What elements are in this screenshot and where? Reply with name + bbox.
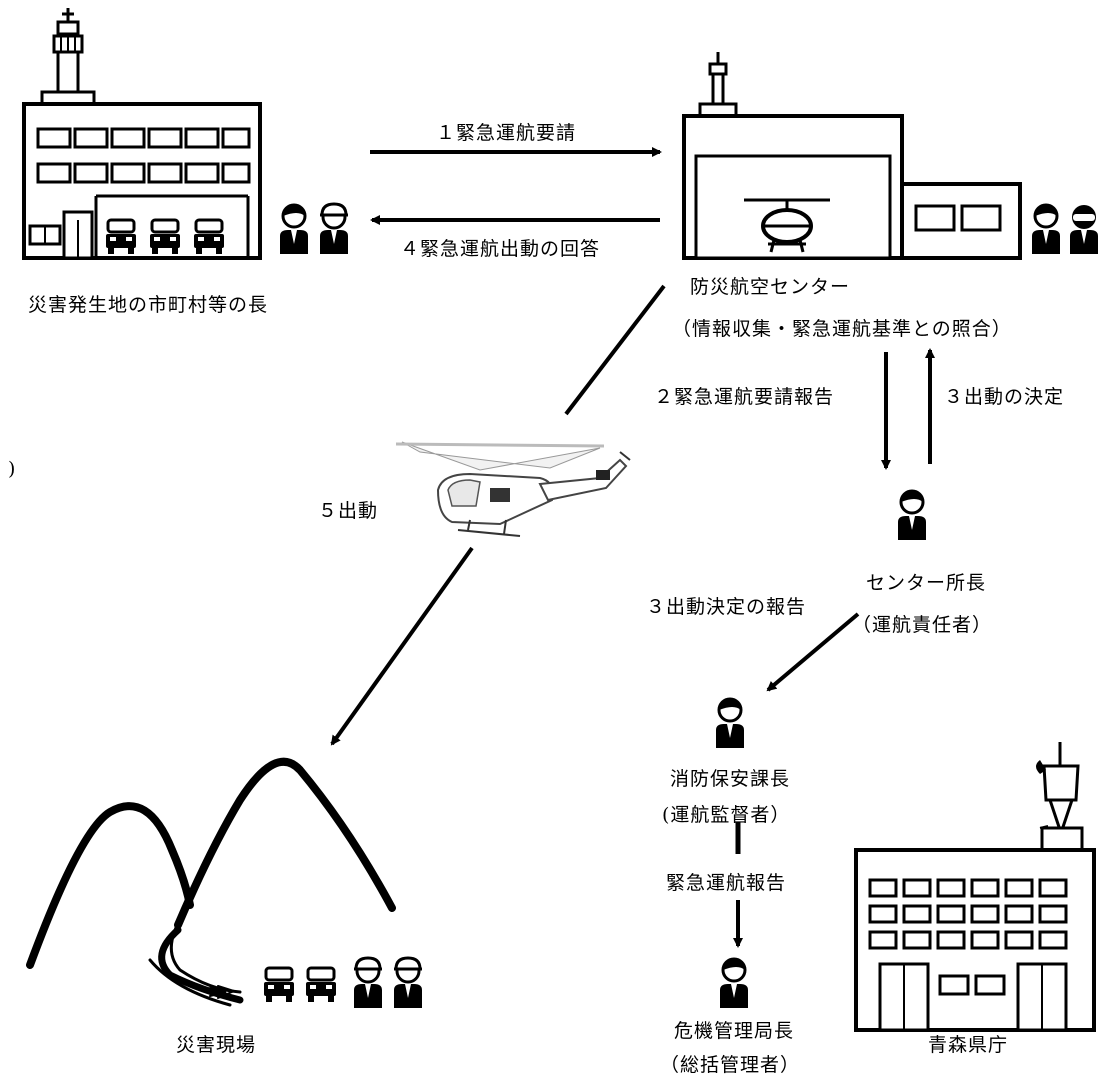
prefecture-label: 青森県庁: [928, 1034, 1009, 1056]
aviation-center-building-icon: [682, 52, 1022, 260]
step1-label: １緊急運航要請: [436, 122, 577, 144]
stray-paren: ): [8, 458, 17, 480]
step3-label: ３出動の決定: [944, 386, 1065, 408]
fire-chief-role-label: (運航監督者）: [662, 804, 791, 826]
fire-chief-label: 消防保安課長: [670, 768, 791, 790]
step5-label: ５出動: [318, 500, 379, 522]
center-name-label: 防災航空センター: [690, 276, 851, 298]
crisis-chief-icon: [718, 957, 750, 1010]
disaster-site-label: 災害現場: [176, 1034, 257, 1056]
prefecture-building-icon: [854, 742, 1096, 1032]
city-head-label: 災害発生地の市町村等の長: [28, 294, 269, 316]
city-building-icon: [22, 8, 262, 260]
step2-label: ２緊急運航要請報告: [654, 386, 835, 408]
dispatch-line: [564, 284, 666, 416]
center-staff-icon: [1030, 203, 1062, 256]
crisis-chief-role-label: （総括管理者）: [660, 1054, 801, 1076]
fire-chief-icon: [714, 697, 746, 750]
center-chief-icon: [896, 489, 928, 542]
step3b-label: ３出動決定の報告: [646, 596, 807, 618]
center-chief-role-label: （運航責任者）: [852, 614, 993, 636]
site-firefighter-icon: [392, 956, 424, 1010]
site-firefighter-icon: [352, 956, 384, 1010]
arrow-decision-report: [766, 612, 860, 692]
mountains-icon: [26, 757, 396, 1007]
report-label: 緊急運航報告: [666, 872, 787, 894]
step4-label: ４緊急運航出動の回答: [400, 238, 601, 260]
site-truck-icon: [304, 966, 338, 1004]
crisis-chief-label: 危機管理局長: [674, 1020, 795, 1042]
helicopter-icon: [395, 441, 631, 537]
site-truck-icon: [262, 966, 296, 1004]
pilot-icon: [1070, 205, 1098, 254]
city-staff-icon: [278, 203, 310, 256]
arrow-dispatch: [330, 546, 474, 746]
firefighter-icon: [318, 202, 350, 256]
center-chief-label: センター所長: [866, 572, 987, 594]
center-role-label: （情報収集・緊急運航基準との照合）: [672, 318, 1012, 340]
